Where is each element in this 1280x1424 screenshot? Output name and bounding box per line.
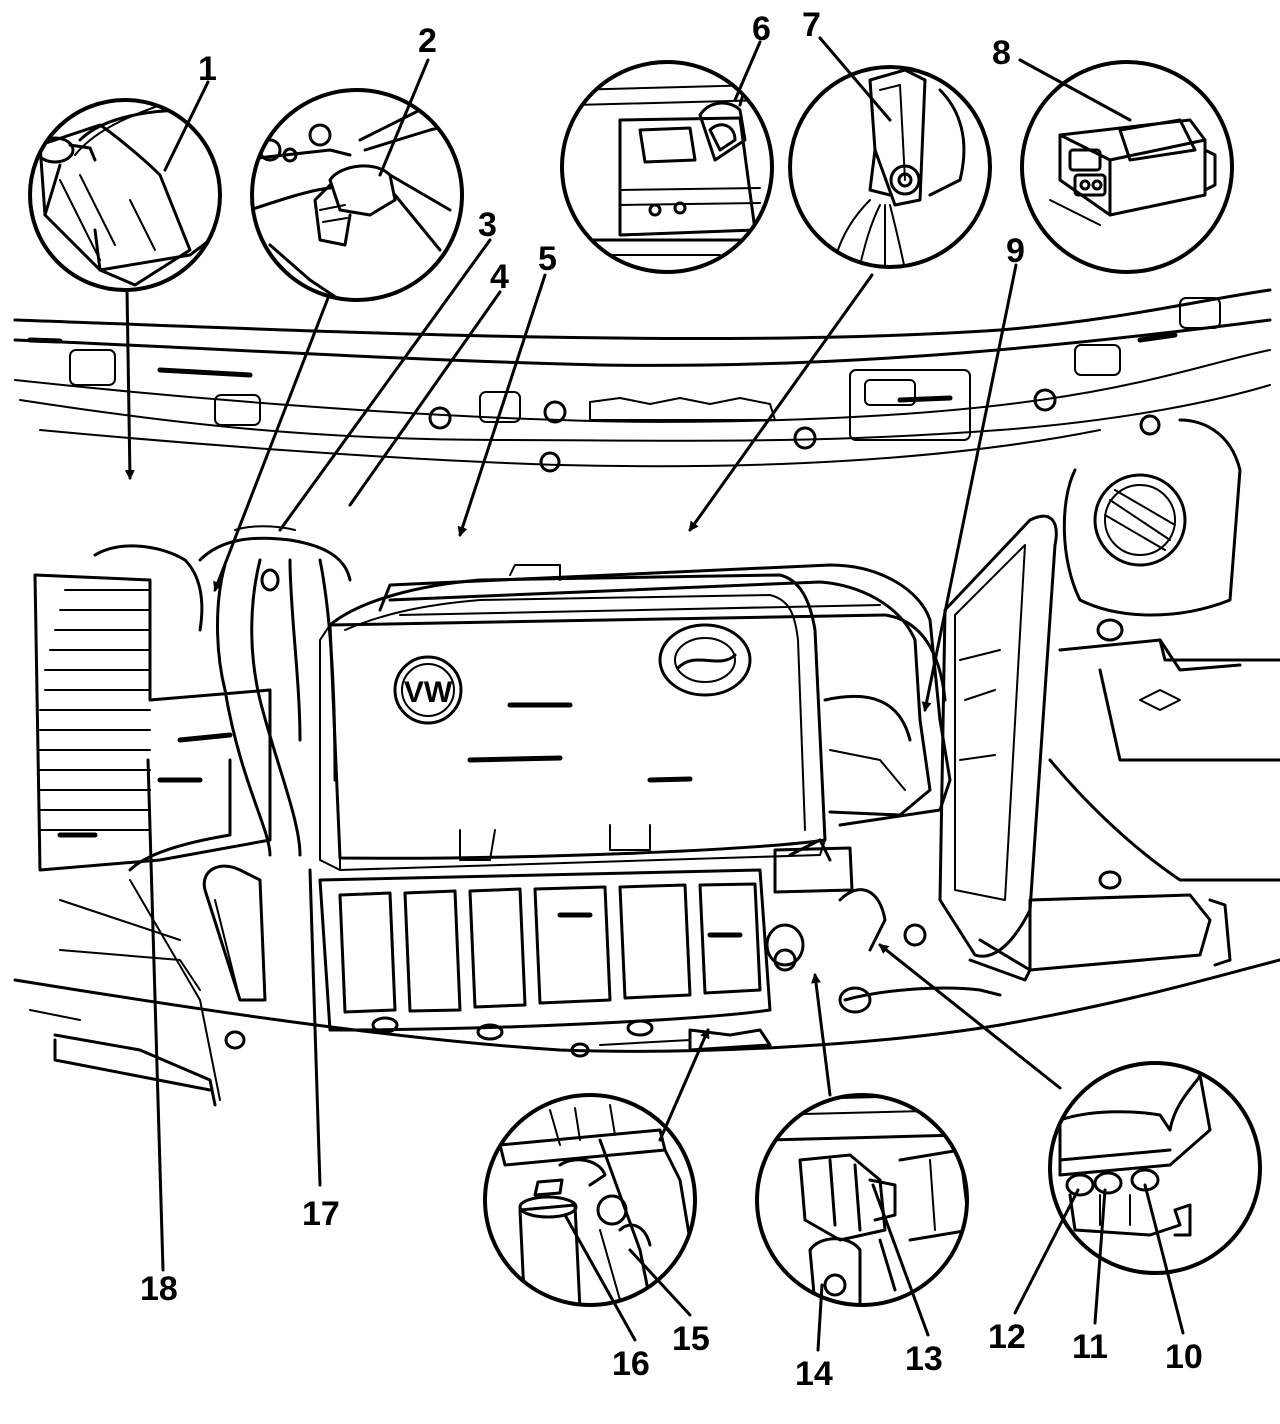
detail-circle-8 [1022, 62, 1232, 272]
callout-4: 4 [490, 258, 509, 296]
detail-circle-7 [790, 67, 990, 270]
firewall-panel [15, 290, 1270, 466]
callout-12: 12 [988, 1318, 1026, 1356]
callout-17: 17 [302, 1195, 340, 1233]
intake-manifold [320, 825, 770, 1039]
callout-16: 16 [612, 1345, 650, 1383]
detail-circle-1 [30, 100, 220, 290]
callout-2: 2 [418, 22, 437, 60]
callout-10: 10 [1165, 1338, 1203, 1376]
callout-3: 3 [478, 206, 497, 244]
engine-bay: VW [15, 290, 1280, 1105]
callout-8: 8 [992, 34, 1011, 72]
intake-air-duct [60, 526, 350, 1000]
right-side-components [1030, 420, 1280, 970]
engine-cover: VW [320, 575, 825, 870]
detail-circle-12 [1050, 1063, 1260, 1273]
detail-circle-14 [757, 1095, 970, 1305]
callout-18: 18 [140, 1270, 178, 1308]
leader-lines [124, 38, 1183, 1350]
firewall-bolts [430, 390, 1159, 471]
air-filter-box [35, 546, 270, 870]
vw-emblem-letters: VW [404, 676, 453, 709]
detail-circle-16 [485, 1095, 695, 1315]
callout-labels: 1 2 3 4 5 6 7 8 9 10 11 12 13 14 15 16 1… [140, 6, 1203, 1393]
lower-details [60, 840, 1000, 1100]
callout-6: 6 [752, 10, 771, 48]
detail-circle-6 [562, 62, 772, 272]
callout-7: 7 [802, 6, 821, 44]
callout-9: 9 [1006, 232, 1025, 270]
callout-5: 5 [538, 240, 557, 278]
detail-circle-2 [240, 90, 470, 300]
callout-14: 14 [795, 1355, 833, 1393]
vw-emblem: VW [395, 657, 461, 723]
callout-15: 15 [672, 1320, 710, 1358]
callout-11: 11 [1072, 1328, 1108, 1366]
callout-13: 13 [905, 1340, 943, 1378]
callout-1: 1 [198, 50, 217, 88]
ignition-harness [330, 565, 950, 825]
strut-panel [940, 516, 1056, 980]
